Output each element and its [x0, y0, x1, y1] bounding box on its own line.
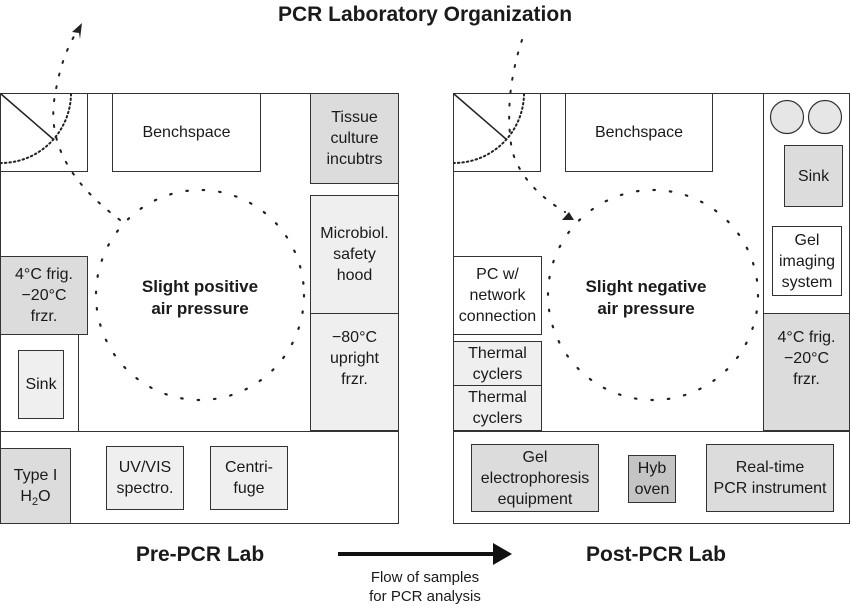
hyb-line-2: oven	[634, 481, 670, 498]
fridge-line-1: 4°C frig.	[15, 266, 73, 283]
gel-electro-line-2: electrophoresis	[480, 469, 590, 487]
fridge-line-2: −20°C	[21, 287, 67, 304]
post-pcr-door-swing	[453, 93, 525, 164]
tissue-culture-line-2: culture	[330, 130, 379, 147]
gel-imaging-line-2: imaging	[778, 252, 836, 270]
thermal-1-line-2: cyclers	[472, 365, 523, 383]
water-o: O	[38, 488, 51, 505]
post-pcr-lab-label: Post-PCR Lab	[585, 543, 726, 566]
pre-pcr-pressure-circle	[94, 188, 306, 402]
sink-label: Sink	[797, 167, 830, 185]
pressure-line-1: Slight positive	[141, 277, 259, 296]
post-pcr-airflow-path	[508, 39, 566, 213]
pc-network: PC w/ network connection	[453, 256, 542, 335]
benchspace-label: Benchspace	[594, 124, 684, 141]
gel-electro-line-3: equipment	[497, 490, 573, 508]
centrifuge-line-1: Centri-	[224, 459, 273, 476]
post-pcr-pressure-label: Slight negative air pressure	[566, 276, 726, 320]
water-subscript: 2	[31, 496, 39, 509]
water-line-1: Type I	[13, 467, 58, 484]
fridge-line-1: 4°C frig.	[777, 328, 836, 346]
safety-hood-line-3: hood	[336, 267, 373, 284]
spectro-line-1: UV/VIS	[118, 459, 172, 476]
post-pcr-fridge-freezer: 4°C frig. −20°C frzr.	[763, 313, 850, 431]
flow-line-2: for PCR analysis	[369, 588, 481, 605]
thermal-cyclers-1: Thermal cyclers	[453, 341, 542, 386]
realtime-line-1: Real-time	[735, 459, 805, 476]
pre-pcr-door-leaf	[0, 93, 54, 140]
diagram-title: PCR Laboratory Organization	[277, 3, 573, 26]
pre-pcr-benchspace: Benchspace	[112, 93, 261, 172]
post-pcr-sink: Sink	[784, 145, 843, 207]
realtime-line-2: PCR instrument	[713, 480, 827, 497]
sink-label: Sink	[25, 376, 57, 393]
upright-freezer-line-2: upright	[330, 349, 379, 367]
sink-basin-left	[769, 99, 805, 135]
pre-pcr-door-area	[0, 93, 88, 172]
post-pcr-benchspace: Benchspace	[565, 93, 713, 172]
gel-imaging-system: Gel imaging system	[772, 226, 842, 296]
upright-freezer: −80°C upright frzr.	[310, 313, 399, 431]
upright-freezer-line-1: −80°C	[331, 328, 378, 346]
hyb-line-1: Hyb	[637, 460, 667, 477]
gel-electrophoresis: Gel electrophoresis equipment	[471, 444, 599, 512]
flow-label: Flow of samples for PCR analysis	[330, 568, 520, 606]
safety-hood-line-2: safety	[333, 246, 376, 263]
gel-electro-line-1: Gel	[522, 448, 548, 466]
fridge-line-3: frzr.	[30, 308, 58, 325]
thermal-2-line-1: Thermal	[468, 389, 527, 406]
centrifuge-line-2: fuge	[233, 480, 265, 497]
tissue-culture-incubators: Tissue culture incubtrs	[310, 93, 399, 184]
upright-freezer-line-3: frzr.	[341, 370, 368, 388]
gel-imaging-line-1: Gel	[794, 231, 820, 249]
flow-arrow-head	[493, 543, 512, 565]
post-pcr-door-leaf	[453, 93, 507, 140]
pre-pcr-fridge-freezer: 4°C frig. −20°C frzr.	[0, 256, 88, 335]
pre-pcr-pressure-label: Slight positive air pressure	[120, 276, 280, 320]
pc-line-2: network	[469, 287, 526, 304]
pressure-line-2: air pressure	[597, 299, 695, 318]
pre-pcr-airflow-arrowhead	[72, 23, 82, 39]
pre-pcr-lab-label: Pre-PCR Lab	[135, 543, 265, 566]
gel-imaging-line-3: system	[781, 273, 833, 291]
type-1-water: Type I H2O	[0, 448, 71, 524]
pressure-line-1: Slight negative	[585, 277, 707, 296]
post-pcr-airflow-arrowhead	[562, 212, 574, 220]
benchspace-label: Benchspace	[142, 124, 231, 141]
thermal-cyclers-2: Thermal cyclers	[453, 385, 542, 431]
post-pcr-door-area	[453, 93, 541, 172]
thermal-2-line-2: cyclers	[472, 410, 523, 427]
pc-line-3: connection	[458, 308, 537, 325]
centrifuge: Centri- fuge	[210, 446, 288, 510]
water-h: H	[20, 488, 32, 505]
tissue-culture-line-3: incubtrs	[326, 151, 383, 168]
safety-hood-line-1: Microbiol.	[320, 225, 389, 242]
pressure-line-2: air pressure	[151, 299, 249, 318]
pre-pcr-door-swing	[0, 93, 72, 164]
sink-basin-right	[807, 99, 843, 135]
microbiol-safety-hood: Microbiol. safety hood	[310, 195, 399, 314]
pre-pcr-airflow-path	[52, 29, 121, 221]
water-line-2: H2O	[14, 486, 58, 509]
flow-line-1: Flow of samples	[370, 569, 480, 586]
pre-pcr-sink: Sink	[18, 350, 64, 419]
real-time-pcr-instrument: Real-time PCR instrument	[706, 444, 834, 512]
spectro-line-2: spectro.	[116, 480, 174, 497]
post-pcr-pressure-circle	[546, 188, 760, 402]
uv-vis-spectrophotometer: UV/VIS spectro.	[106, 446, 184, 510]
hyb-oven: Hyb oven	[628, 455, 676, 503]
tissue-culture-line-1: Tissue	[331, 109, 378, 126]
pc-line-1: PC w/	[476, 266, 519, 283]
fridge-line-2: −20°C	[783, 349, 830, 367]
fridge-line-3: frzr.	[793, 370, 820, 388]
thermal-1-line-1: Thermal	[468, 344, 527, 362]
